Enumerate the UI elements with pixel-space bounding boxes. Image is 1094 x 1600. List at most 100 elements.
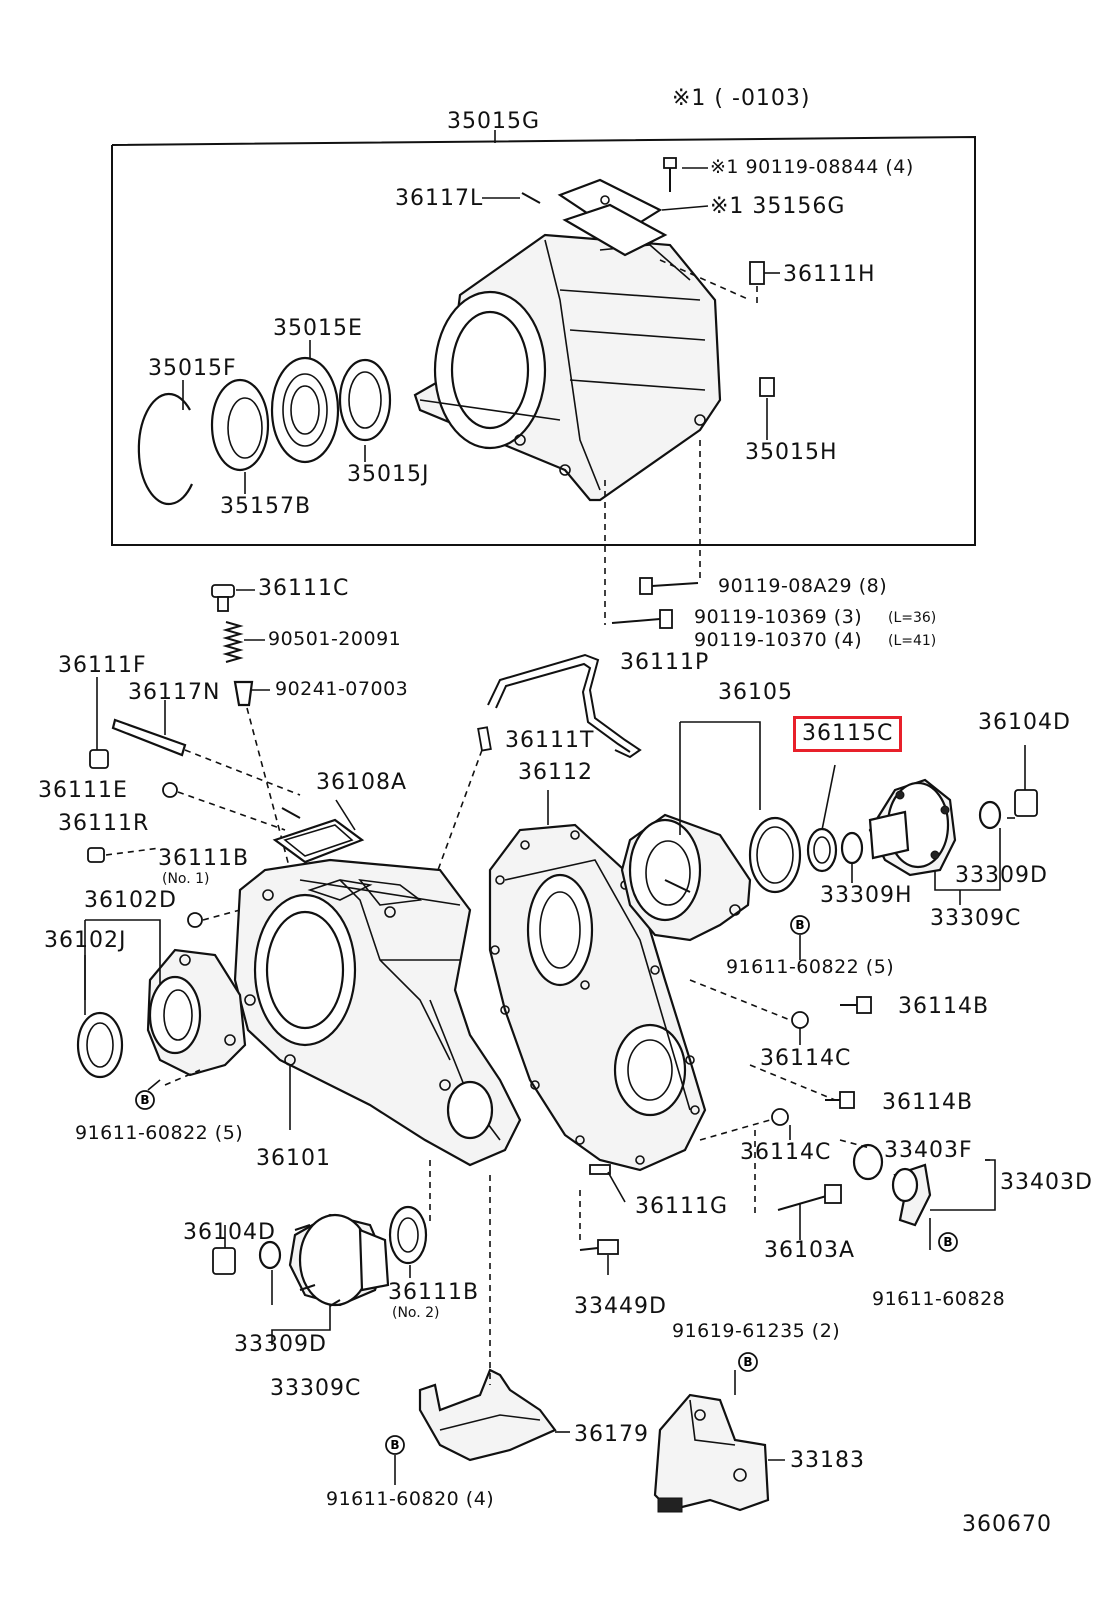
companion-flange-right <box>868 778 957 877</box>
label-36111R: 36111R <box>58 811 150 836</box>
snap-ring-35015F <box>137 392 194 506</box>
label-36111P: 36111P <box>620 650 710 675</box>
plug-36111F <box>89 749 109 769</box>
label-33183: 33183 <box>790 1448 865 1473</box>
label-33449D: 33449D <box>574 1294 667 1319</box>
label-35157B: 35157B <box>220 494 312 519</box>
bolt-90119-10369 <box>611 609 673 629</box>
bolt-mark-bracket: B <box>385 1435 405 1455</box>
washer-33309D-left <box>258 1240 282 1270</box>
label-no2: (No. 2) <box>392 1305 440 1321</box>
ball-36111E <box>162 782 178 798</box>
label-36102J: 36102J <box>44 928 127 953</box>
bolt-90119-08844 <box>663 157 677 192</box>
pin-36111T <box>477 726 492 752</box>
label-36103A: 36103A <box>764 1238 856 1263</box>
label-91619-61235: 91619-61235 (2) <box>672 1320 841 1342</box>
label-35156G: ※1 35156G <box>710 194 846 219</box>
label-33403D: 33403D <box>1000 1170 1093 1195</box>
bolt-33449D <box>579 1239 619 1255</box>
label-36111F: 36111F <box>58 653 147 678</box>
gasket-36114C-lower <box>771 1108 789 1126</box>
dowel-35015H <box>759 377 775 397</box>
label-90501-20091: 90501-20091 <box>268 628 402 650</box>
mount-33183 <box>653 1393 770 1513</box>
svg-text:B: B <box>390 1438 399 1452</box>
label-91611-60822-left: 91611-60822 (5) <box>75 1122 244 1144</box>
label-33309D-left: 33309D <box>234 1332 327 1357</box>
bolt-mark-right-upper: B <box>790 915 810 935</box>
plug-36111B-no1 <box>187 912 203 928</box>
label-36111E: 36111E <box>38 778 128 803</box>
pin-36111G <box>589 1164 611 1175</box>
label-36101: 36101 <box>256 1146 331 1171</box>
label-36115C-highlighted: 36115C <box>793 716 903 752</box>
label-36111B-top: 36111B <box>158 846 250 871</box>
extension-adapter-housing <box>413 233 722 502</box>
washer-33309D-right <box>978 800 1002 830</box>
plug-36111H <box>659 259 765 305</box>
svg-text:B: B <box>943 1235 952 1249</box>
nut-36104D-right <box>1014 789 1038 817</box>
label-91611-60828: 91611-60828 <box>872 1288 1006 1310</box>
transfer-case-36101 <box>233 858 522 1167</box>
sleeve-33403D <box>891 1163 932 1227</box>
label-90119-10369: 90119-10369 (3) <box>694 606 863 628</box>
label-l41: (L=41) <box>888 633 937 649</box>
svg-text:B: B <box>743 1355 752 1369</box>
pin-36117L <box>521 192 541 204</box>
figure-number: 360670 <box>962 1512 1052 1537</box>
plug-36114B-upper <box>840 996 872 1014</box>
label-35015H: 35015H <box>745 440 838 465</box>
label-33309D-right: 33309D <box>955 863 1048 888</box>
pin-90241-07003 <box>233 680 254 707</box>
companion-flange-left <box>288 1213 390 1307</box>
label-33309H: 33309H <box>820 883 913 908</box>
plug-36114B-lower <box>825 1091 855 1109</box>
label-36114B-lower: 36114B <box>882 1090 974 1115</box>
label-33309C-left: 33309C <box>270 1376 362 1401</box>
label-36117L: 36117L <box>395 186 484 211</box>
label-90119-08A29: 90119-08A29 (8) <box>718 575 888 597</box>
oil-seal-36102J <box>76 1011 124 1079</box>
label-36179: 36179 <box>574 1422 649 1447</box>
plug-36111R <box>87 847 105 863</box>
oil-seal-35015J <box>338 358 392 442</box>
tube-36111P <box>487 653 642 759</box>
svg-text:B: B <box>140 1093 149 1107</box>
label-36114C-lower: 36114C <box>740 1140 832 1165</box>
cover-plate <box>557 178 668 257</box>
spring-90501-20091 <box>222 621 244 663</box>
bolt-mark-mount: B <box>738 1352 758 1372</box>
front-cover-36102D <box>146 948 247 1077</box>
seal-ring <box>748 816 802 894</box>
label-36111T: 36111T <box>505 728 595 753</box>
label-36111B-bottom: 36111B <box>388 1280 480 1305</box>
label-l36: (L=36) <box>888 610 937 626</box>
note-header: ※1 ( -0103) <box>672 86 811 111</box>
nut-36104D-left <box>212 1247 236 1275</box>
label-36105: 36105 <box>718 680 793 705</box>
bolt-36103A <box>777 1184 842 1211</box>
label-33403F: 33403F <box>884 1138 973 1163</box>
o-ring-33403F <box>852 1143 884 1181</box>
adapter-assembly-frame <box>111 135 976 546</box>
bracket-36179 <box>418 1368 557 1462</box>
shift-rod-36117N <box>111 718 187 757</box>
svg-text:B: B <box>795 918 804 932</box>
label-90119-08844: ※1 90119-08844 (4) <box>710 156 914 178</box>
label-36114B-upper: 36114B <box>898 994 990 1019</box>
label-36104D-right: 36104D <box>978 710 1071 735</box>
plug-36111C <box>211 584 235 612</box>
bearing-35015E <box>270 356 340 464</box>
label-35015J: 35015J <box>347 462 430 487</box>
label-35015E: 35015E <box>273 316 363 341</box>
bolt-mark-sleeve: B <box>938 1232 958 1252</box>
oil-seal-36115C <box>806 827 838 873</box>
label-33309C-right: 33309C <box>930 906 1022 931</box>
cap-35157B <box>210 378 270 472</box>
label-91611-60822-right: 91611-60822 (5) <box>726 956 895 978</box>
bolt-mark-left: B <box>135 1090 155 1110</box>
